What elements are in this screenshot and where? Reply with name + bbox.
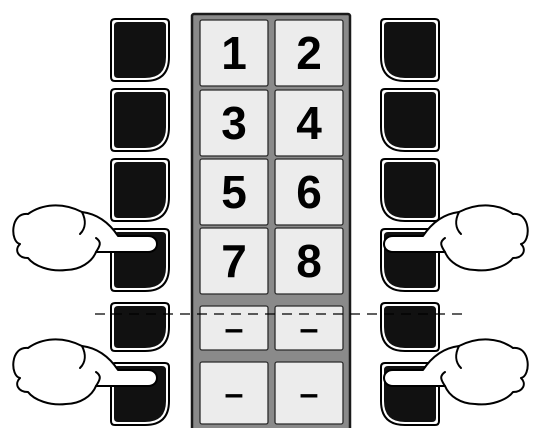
key-6[interactable]: 6	[275, 159, 343, 225]
key-12[interactable]: –	[275, 362, 343, 424]
key-4[interactable]: 4	[275, 90, 343, 156]
right-side-button-1[interactable]	[381, 19, 439, 81]
key-label: 8	[296, 235, 322, 287]
key-label: –	[300, 375, 319, 413]
key-11[interactable]: –	[200, 362, 268, 424]
key-label: 6	[296, 166, 322, 218]
key-label: 1	[221, 27, 247, 79]
side-button-face[interactable]	[384, 162, 436, 218]
key-9[interactable]: –	[200, 306, 268, 350]
side-button-face[interactable]	[114, 22, 166, 78]
key-label: –	[225, 375, 244, 413]
side-button-face[interactable]	[114, 92, 166, 148]
key-5[interactable]: 5	[200, 159, 268, 225]
side-button-face[interactable]	[114, 306, 166, 348]
left-side-button-2[interactable]	[111, 89, 169, 151]
left-side-button-1[interactable]	[111, 19, 169, 81]
key-2[interactable]: 2	[275, 20, 343, 86]
key-label: –	[300, 310, 319, 348]
left-side-button-5[interactable]	[111, 303, 169, 351]
key-7[interactable]: 7	[200, 228, 268, 294]
side-button-face[interactable]	[384, 92, 436, 148]
key-label: 7	[221, 235, 247, 287]
right-side-button-5[interactable]	[381, 303, 439, 351]
key-label: 5	[221, 166, 247, 218]
key-1[interactable]: 1	[200, 20, 268, 86]
key-8[interactable]: 8	[275, 228, 343, 294]
key-3[interactable]: 3	[200, 90, 268, 156]
key-label: –	[225, 310, 244, 348]
key-label: 2	[296, 27, 322, 79]
side-button-face[interactable]	[384, 22, 436, 78]
key-label: 4	[296, 97, 322, 149]
key-label: 3	[221, 97, 247, 149]
key-10[interactable]: –	[275, 306, 343, 350]
right-side-button-3[interactable]	[381, 159, 439, 221]
side-button-face[interactable]	[384, 306, 436, 348]
right-side-button-2[interactable]	[381, 89, 439, 151]
left-side-button-3[interactable]	[111, 159, 169, 221]
side-button-face[interactable]	[114, 162, 166, 218]
